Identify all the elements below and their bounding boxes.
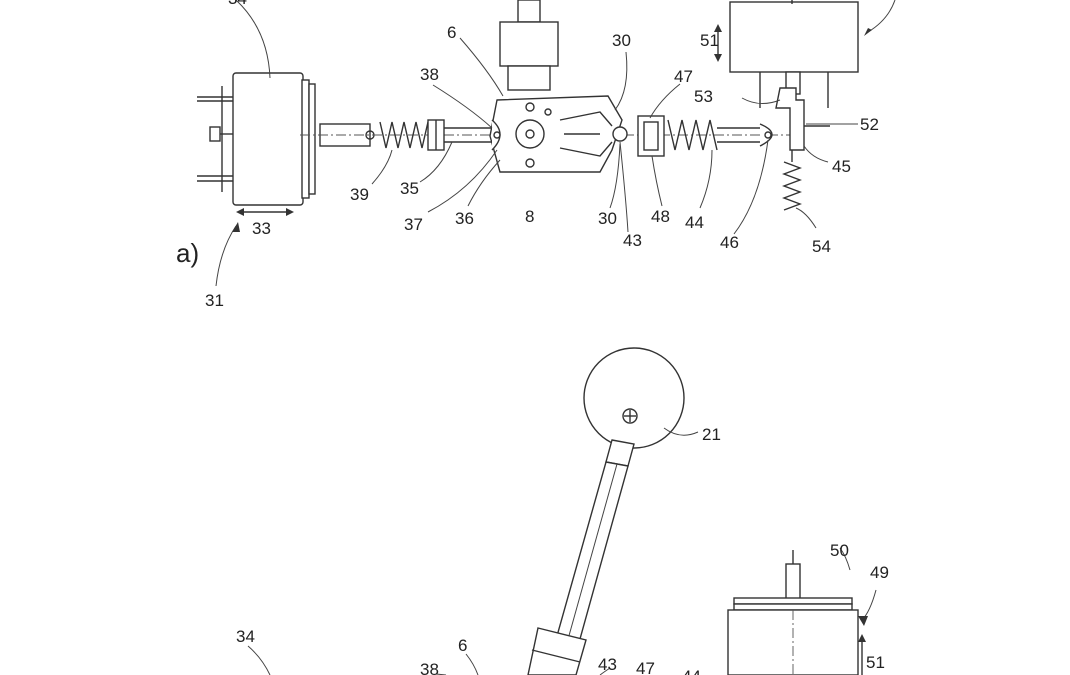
spring-39: [379, 119, 500, 151]
panel-b: 21 50 49 34 6 38 43 47 51 44: [236, 347, 889, 675]
label-30-top: 30: [612, 31, 631, 50]
label-33: 33: [252, 219, 271, 238]
solenoid-49-b: [727, 547, 877, 675]
central-mechanism-8: [489, 0, 628, 173]
label-30-bottom: 30: [598, 209, 617, 228]
leader-lines-a: [215, 0, 896, 287]
label-8: 8: [525, 207, 534, 226]
left-shaft: [300, 123, 790, 147]
label-34: 34: [228, 0, 247, 8]
label-45: 45: [832, 157, 851, 176]
label-44: 44: [685, 213, 704, 232]
label-34-b: 34: [236, 627, 255, 646]
label-31: 31: [205, 291, 224, 310]
label-38-b: 38: [420, 660, 439, 675]
label-43: 43: [623, 231, 642, 250]
lever-shaft: [527, 439, 635, 675]
label-39: 39: [350, 185, 369, 204]
dimension-arrow-33: [236, 208, 294, 216]
label-36: 36: [455, 209, 474, 228]
label-51: 51: [700, 31, 719, 50]
panel-a: 34 6 30 51 38 47 53 52 45 39 35 37 36 8 …: [176, 0, 896, 310]
label-54: 54: [812, 237, 831, 256]
label-6: 6: [447, 23, 456, 42]
label-53: 53: [694, 87, 713, 106]
solenoid-49: [714, 0, 859, 211]
label-37: 37: [404, 215, 423, 234]
label-38: 38: [420, 65, 439, 84]
spring-44: [637, 115, 773, 157]
panel-label-a: a): [176, 238, 199, 268]
label-51-b: 51: [866, 653, 885, 672]
label-47: 47: [674, 67, 693, 86]
motor-housing-34: [197, 72, 316, 206]
label-48: 48: [651, 207, 670, 226]
label-50: 50: [830, 541, 849, 560]
label-46: 46: [720, 233, 739, 252]
knob-21: [583, 347, 699, 449]
label-49: 49: [870, 563, 889, 582]
label-52: 52: [860, 115, 879, 134]
label-35: 35: [400, 179, 419, 198]
label-44-b: 44: [682, 667, 701, 675]
label-6-b: 6: [458, 636, 467, 655]
label-43-b: 43: [598, 655, 617, 674]
label-21: 21: [702, 425, 721, 444]
label-47-b: 47: [636, 659, 655, 675]
